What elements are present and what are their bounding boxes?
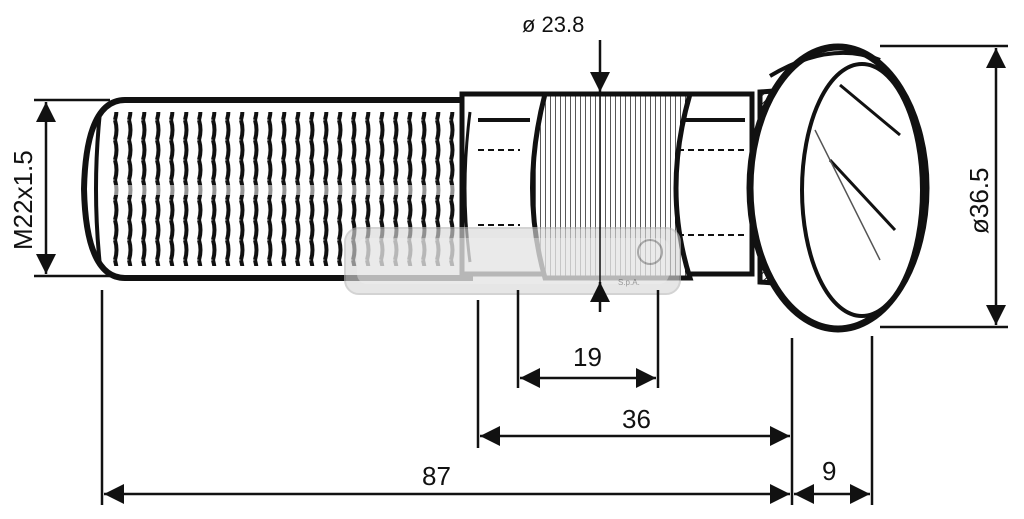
collar-diameter-label: ø 23.8 — [522, 12, 584, 37]
shank-length-label: 36 — [622, 404, 651, 434]
dimension-lines — [34, 40, 1008, 505]
head-thickness-label: 9 — [822, 456, 836, 486]
knurl-length-label: 19 — [573, 342, 602, 372]
head-diameter-label: ø36.5 — [964, 168, 994, 235]
bolt-head — [746, 43, 930, 333]
thread-spec-label: M22x1.5 — [8, 150, 38, 250]
watermark-suffix: S.p.A. — [618, 278, 640, 287]
watermark-logo: S.p.A. — [344, 227, 681, 295]
overall-length-label: 87 — [422, 461, 451, 491]
